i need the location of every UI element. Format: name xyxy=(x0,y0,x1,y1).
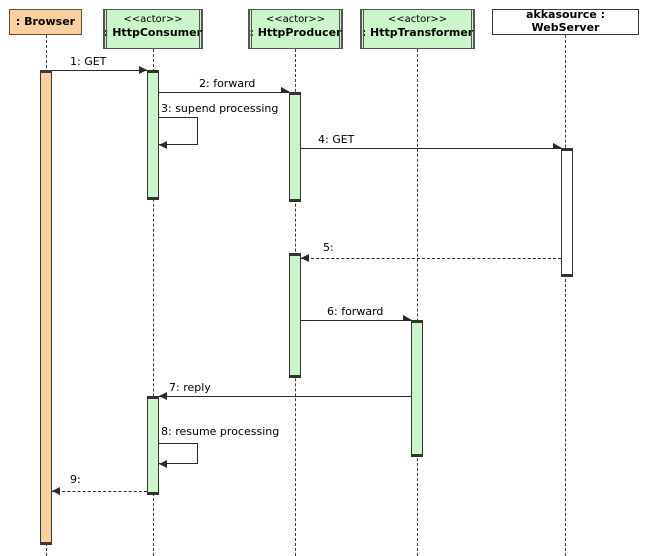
activation-bar-webserver-1 xyxy=(561,148,573,277)
message-label-7: 7: reply xyxy=(169,381,211,394)
message-arrowhead-2 xyxy=(281,87,290,92)
message-arrowhead-3 xyxy=(159,141,167,149)
participant-label-browser: : Browser xyxy=(15,14,76,28)
message-label-9: 9: xyxy=(70,473,81,486)
activation-bar-httpconsumer-2 xyxy=(147,396,159,495)
message-line-5 xyxy=(301,258,561,259)
message-label-8: 8: resume processing xyxy=(161,425,280,438)
message-selfloop-8 xyxy=(159,443,198,464)
message-label-1: 1: GET xyxy=(70,55,107,68)
message-line-9 xyxy=(52,491,147,492)
message-line-6 xyxy=(301,320,411,321)
lifeline-webserver xyxy=(565,35,566,556)
message-arrowhead-1 xyxy=(139,66,147,74)
stereotype-label-httpproducer: <<actor>> xyxy=(265,14,326,25)
activation-bar-httpproducer-1 xyxy=(289,92,301,202)
participant-box-webserver[interactable]: akkasource : WebServer xyxy=(492,8,639,35)
message-line-2 xyxy=(159,92,289,93)
activation-bar-httpconsumer-1 xyxy=(147,70,159,200)
activation-bar-browser xyxy=(40,70,52,545)
activation-bar-httptransformer-1 xyxy=(411,320,423,457)
participant-label-httptransformer: : HttpTransformer xyxy=(361,25,474,39)
message-arrowhead-5 xyxy=(301,254,309,262)
message-arrowhead-4 xyxy=(553,143,562,148)
message-label-6: 6: forward xyxy=(327,305,384,318)
stereotype-label-httptransformer: <<actor>> xyxy=(387,14,448,25)
message-arrowhead-6 xyxy=(403,315,412,320)
participant-label-httpconsumer: : HttpConsumer xyxy=(104,25,203,39)
participant-label-httpproducer: : HttpProducer xyxy=(249,25,342,39)
lifeline-httptransformer xyxy=(417,49,418,556)
message-label-3: 3: supend processing xyxy=(161,102,279,115)
lifeline-httpconsumer xyxy=(153,49,154,556)
participant-box-httptransformer[interactable]: <<actor>> : HttpTransformer xyxy=(360,9,475,49)
message-arrowhead-7 xyxy=(159,392,167,400)
message-arrowhead-9 xyxy=(52,487,60,495)
message-label-2: 2: forward xyxy=(199,77,256,90)
participant-label-webserver: akkasource : WebServer xyxy=(525,8,606,34)
participant-box-httpproducer[interactable]: <<actor>> : HttpProducer xyxy=(248,9,343,49)
message-label-4: 4: GET xyxy=(318,133,355,146)
stereotype-label-httpconsumer: <<actor>> xyxy=(123,14,183,25)
message-line-4 xyxy=(301,148,561,149)
message-arrowhead-8 xyxy=(159,460,167,468)
message-line-1 xyxy=(52,70,147,71)
activation-bar-httpproducer-2 xyxy=(289,253,301,378)
message-selfloop-3 xyxy=(159,117,198,145)
message-label-5: 5: xyxy=(323,241,334,254)
message-line-7 xyxy=(159,396,411,397)
participant-box-httpconsumer[interactable]: <<actor>> : HttpConsumer xyxy=(103,9,203,49)
participant-box-browser[interactable]: : Browser xyxy=(9,9,82,35)
